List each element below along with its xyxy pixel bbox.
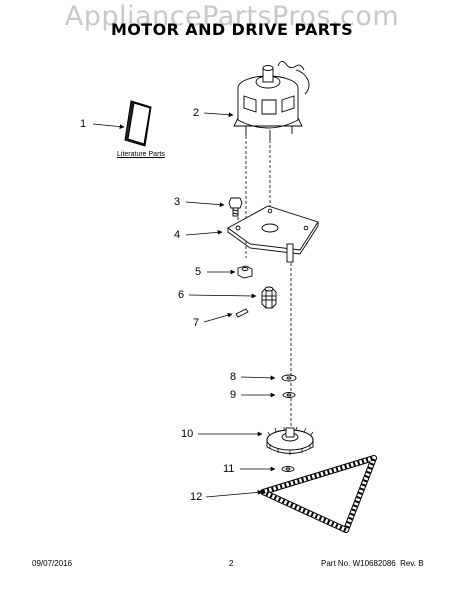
callout-11: 11 — [223, 463, 235, 475]
page-title: MOTOR AND DRIVE PARTS — [110, 20, 354, 39]
leader-7 — [203, 312, 233, 323]
watermark: AppliancePartsPros.com — [64, 1, 400, 32]
drive-gear — [261, 286, 277, 309]
footer-page-number: 2 — [229, 559, 234, 568]
washer-8 — [281, 374, 297, 382]
callout-7: 7 — [193, 317, 200, 329]
footer-part-number: Part No. W10682086 Rev. B — [321, 559, 424, 568]
mounting-plate — [227, 205, 319, 263]
callout-5: 5 — [195, 266, 202, 278]
sprocket — [266, 426, 314, 455]
callout-1: 1 — [80, 118, 87, 130]
callout-4: 4 — [174, 229, 181, 241]
callout-2: 2 — [193, 107, 200, 119]
callout-9: 9 — [230, 389, 237, 401]
leader-3 — [185, 201, 225, 208]
callout-10: 10 — [181, 428, 194, 440]
literature-parts-label: Literature Parts — [117, 151, 165, 158]
callout-6: 6 — [178, 289, 185, 301]
bolt — [228, 197, 243, 217]
leader-4 — [185, 229, 223, 236]
leader-1 — [92, 123, 125, 129]
washer-9 — [282, 392, 296, 398]
literature-booklet — [124, 100, 152, 147]
washer-11 — [281, 466, 295, 472]
motor — [233, 61, 310, 140]
callout-3: 3 — [174, 196, 181, 208]
nut — [237, 265, 253, 279]
leader-6 — [188, 293, 257, 299]
leader-2 — [203, 112, 234, 118]
drive-chain — [260, 455, 377, 533]
callout-12: 12 — [190, 491, 203, 503]
pin — [235, 308, 249, 318]
leader-8 — [240, 375, 276, 381]
callout-8: 8 — [230, 371, 237, 383]
footer-date: 09/07/2016 — [32, 559, 73, 568]
leader-12 — [205, 489, 263, 498]
